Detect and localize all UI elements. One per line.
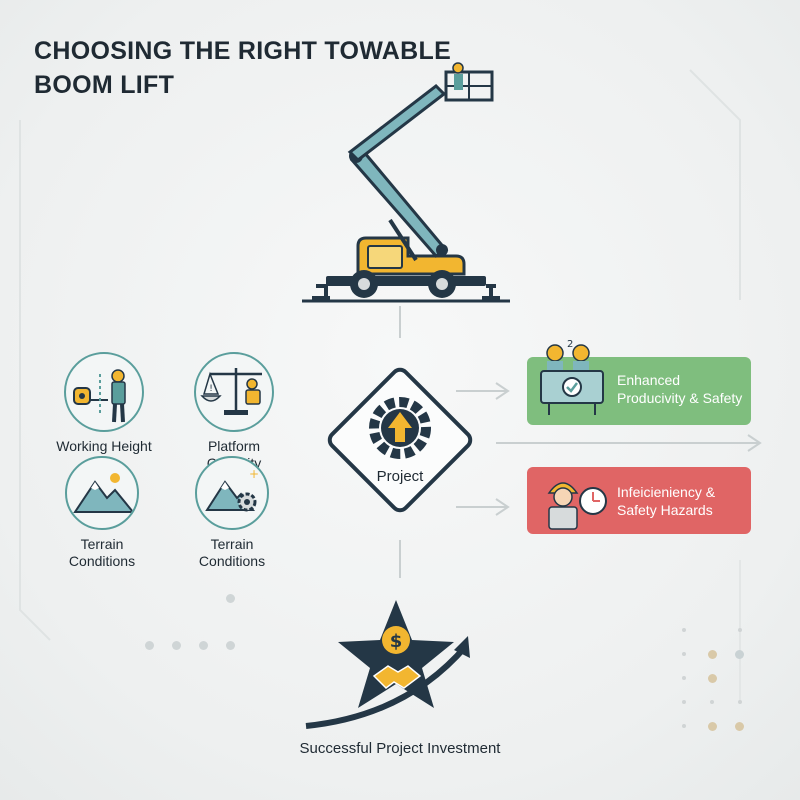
factor-platform-capacity: ! Platform Capacity: [179, 352, 289, 472]
svg-text:$: $: [390, 631, 403, 652]
outcome-good-line-2: Producivity & Safety: [617, 390, 743, 406]
project-diamond: [327, 367, 473, 513]
outcome-inefficiency-hazards: Infeicieniency & Safety Hazards: [527, 467, 751, 534]
title-line-2: BOOM LIFT: [34, 71, 175, 99]
page-title: CHOOSING THE RIGHT TOWABLE BOOM LIFT: [34, 34, 474, 102]
factor-working-height: Working Height: [49, 352, 159, 455]
boom-lift-icon: [302, 62, 510, 303]
project-label: Project: [376, 468, 424, 485]
title-line-1: CHOOSING THE RIGHT TOWABLE: [34, 37, 452, 65]
outcome-bad-line-1: Infeicieniency &: [617, 484, 716, 500]
outcome-good-text: Enhanced Producivity & Safety: [617, 371, 751, 407]
two-workers-checkmark-icon: 2: [540, 339, 604, 415]
svg-text:2: 2: [567, 339, 573, 350]
factor-label: Terrain Conditions: [198, 536, 266, 569]
scale-weight-icon: !: [194, 352, 274, 432]
svg-text:+: +: [249, 467, 259, 481]
factor-terrain-conditions-2: + Terrain Conditions: [177, 456, 287, 570]
factor-label: Terrain Conditions: [68, 536, 136, 569]
result-label: Successful Project Investment: [299, 740, 501, 757]
worker-measuring-icon: [64, 352, 144, 432]
factor-terrain-conditions-1: Terrain Conditions: [47, 456, 157, 570]
outcome-bad-line-2: Safety Hazards: [617, 502, 713, 518]
worker-clock-icon: [547, 482, 607, 530]
outcome-enhanced-productivity: 2 Enhanced Producivity & Safety: [527, 339, 751, 425]
svg-text:!: !: [209, 384, 213, 394]
mountain-gear-icon: +: [195, 456, 269, 530]
mountain-sun-icon: [65, 456, 139, 530]
factor-label: Working Height: [56, 438, 152, 454]
star-dollar-handshake-icon: $: [305, 600, 470, 729]
outcome-good-line-1: Enhanced: [617, 372, 681, 388]
gear-arrow-icon: [369, 397, 431, 459]
outcome-bad-text: Infeicieniency & Safety Hazards: [617, 483, 751, 519]
